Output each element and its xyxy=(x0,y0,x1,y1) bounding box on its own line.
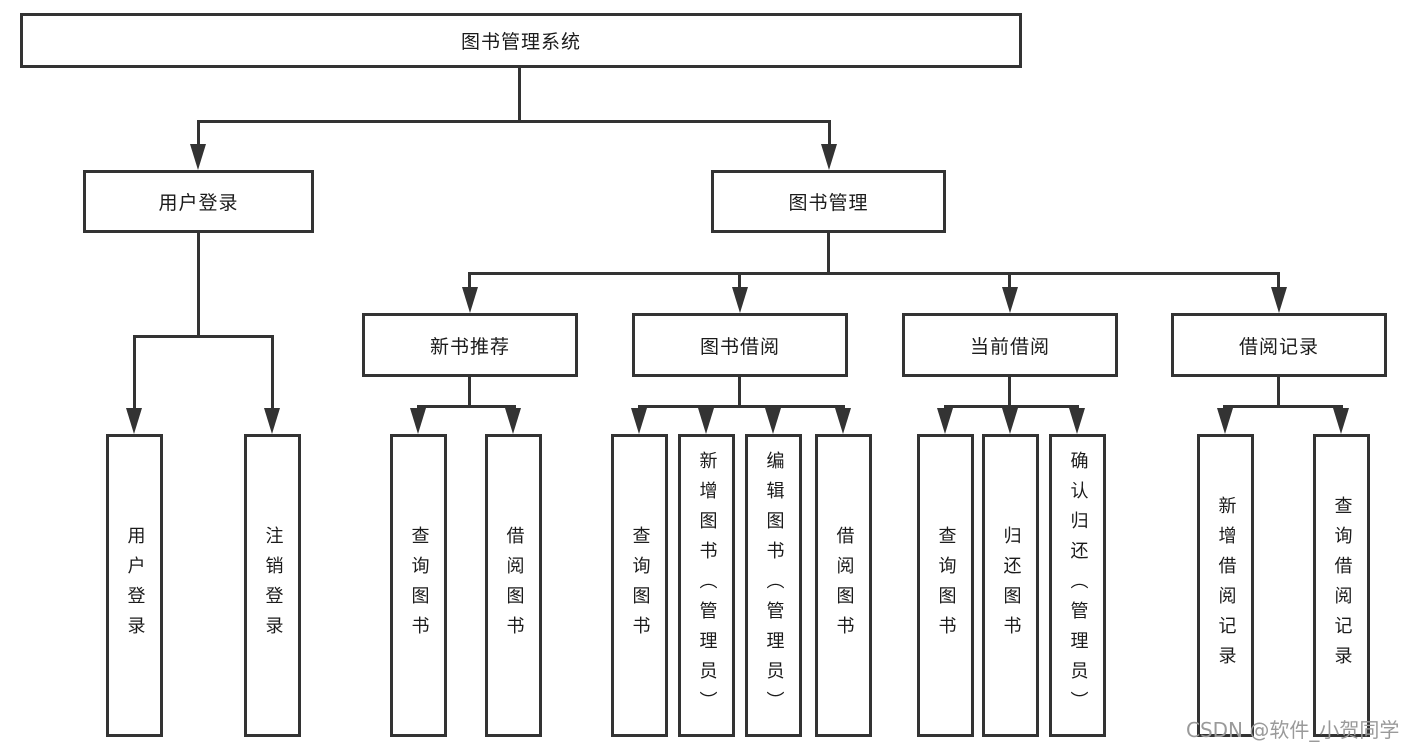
leaf-label: 确认归还（管理员） xyxy=(1067,450,1089,721)
arrow-down-icon xyxy=(1271,287,1287,313)
connector-line xyxy=(197,120,200,146)
arrow-down-icon xyxy=(937,408,953,434)
arrow-down-icon xyxy=(264,408,280,434)
leaf-label: 查询图书 xyxy=(935,525,957,646)
leaf-query-book-current: 查询图书 xyxy=(917,434,974,737)
arrow-down-icon xyxy=(1002,408,1018,434)
connector-line xyxy=(468,377,471,407)
node-label: 图书借阅 xyxy=(699,335,780,358)
arrow-down-icon xyxy=(126,408,142,434)
connector-line xyxy=(518,68,521,123)
connector-line xyxy=(417,405,516,408)
leaf-label: 查询图书 xyxy=(408,525,430,646)
connector-line xyxy=(1223,405,1343,408)
leaf-confirm-return-admin: 确认归还（管理员） xyxy=(1049,434,1106,737)
connector-line xyxy=(468,272,471,290)
connector-line xyxy=(271,335,274,410)
leaf-label: 查询借阅记录 xyxy=(1331,495,1353,676)
node-label: 图书管理 xyxy=(788,192,869,214)
leaf-add-borrow-record: 新增借阅记录 xyxy=(1197,434,1254,737)
connector-line xyxy=(197,233,200,337)
arrow-down-icon xyxy=(1002,287,1018,313)
node-label: 新书推荐 xyxy=(429,335,510,358)
leaf-label: 编辑图书（管理员） xyxy=(763,450,785,721)
arrow-down-icon xyxy=(462,287,478,313)
connector-line xyxy=(738,377,741,407)
connector-line xyxy=(133,335,136,410)
arrow-down-icon xyxy=(1217,408,1233,434)
node-root: 图书管理系统 xyxy=(20,13,1022,68)
leaf-user-login: 用户登录 xyxy=(106,434,163,737)
node-label: 当前借阅 xyxy=(969,335,1050,358)
connector-line xyxy=(1277,377,1280,407)
leaf-label: 注销登录 xyxy=(262,525,284,646)
arrow-down-icon xyxy=(821,144,837,170)
node-book-borrow: 图书借阅 xyxy=(632,313,848,377)
leaf-logout: 注销登录 xyxy=(244,434,301,737)
node-label: 借阅记录 xyxy=(1238,335,1319,358)
arrow-down-icon xyxy=(732,287,748,313)
arrow-down-icon xyxy=(765,408,781,434)
leaf-label: 借阅图书 xyxy=(833,525,855,646)
connector-line xyxy=(197,120,830,123)
connector-line xyxy=(133,335,274,338)
connector-line xyxy=(1008,272,1011,290)
leaf-label: 借阅图书 xyxy=(503,525,525,646)
arrow-down-icon xyxy=(631,408,647,434)
leaf-borrow-book: 借阅图书 xyxy=(815,434,872,737)
arrow-down-icon xyxy=(835,408,851,434)
leaf-query-borrow-record: 查询借阅记录 xyxy=(1313,434,1370,737)
node-new-book-recommend: 新书推荐 xyxy=(362,313,578,377)
node-book-mgmt: 图书管理 xyxy=(711,170,946,233)
arrow-down-icon xyxy=(1333,408,1349,434)
connector-line xyxy=(1008,377,1011,407)
leaf-add-book-admin: 新增图书（管理员） xyxy=(678,434,735,737)
watermark: CSDN @软件_小贺同学 xyxy=(1186,718,1400,742)
node-user-login: 用户登录 xyxy=(83,170,314,233)
connector-line xyxy=(827,233,830,275)
leaf-borrow-book-recommend: 借阅图书 xyxy=(485,434,542,737)
connector-line xyxy=(944,405,1079,408)
arrow-down-icon xyxy=(505,408,521,434)
connector-line xyxy=(638,405,845,408)
arrow-down-icon xyxy=(410,408,426,434)
arrow-down-icon xyxy=(698,408,714,434)
connector-line xyxy=(738,272,741,290)
leaf-query-book-borrow: 查询图书 xyxy=(611,434,668,737)
arrow-down-icon xyxy=(1069,408,1085,434)
connector-line xyxy=(828,120,831,146)
leaf-label: 新增借阅记录 xyxy=(1215,495,1237,676)
node-label: 用户登录 xyxy=(158,192,239,214)
leaf-return-book: 归还图书 xyxy=(982,434,1039,737)
connector-line xyxy=(470,272,1280,275)
connector-line xyxy=(1277,272,1280,290)
node-borrow-records: 借阅记录 xyxy=(1171,313,1387,377)
leaf-label: 查询图书 xyxy=(629,525,651,646)
leaf-edit-book-admin: 编辑图书（管理员） xyxy=(745,434,802,737)
node-current-borrow: 当前借阅 xyxy=(902,313,1118,377)
leaf-label: 新增图书（管理员） xyxy=(696,450,718,721)
leaf-label: 用户登录 xyxy=(124,525,146,646)
node-label: 图书管理系统 xyxy=(460,31,581,53)
leaf-label: 归还图书 xyxy=(1000,525,1022,646)
leaf-query-book-recommend: 查询图书 xyxy=(390,434,447,737)
arrow-down-icon xyxy=(190,144,206,170)
